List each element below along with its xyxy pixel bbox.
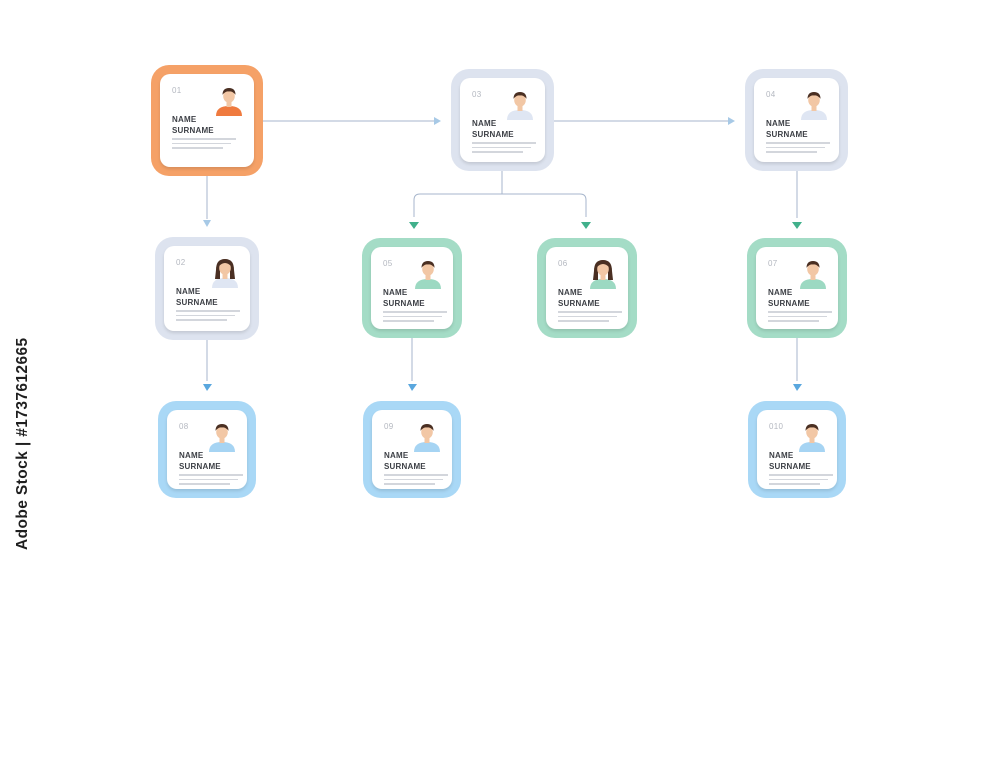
card-name: NAME SURNAME [472,118,514,140]
male-avatar-icon [505,88,535,120]
card-name: NAME SURNAME [384,450,426,472]
name-label: NAME [179,451,204,460]
name-label: NAME [769,451,794,460]
surname-label: SURNAME [172,126,214,135]
surname-label: SURNAME [769,462,811,471]
name-label: NAME [558,288,583,297]
name-label: NAME [766,119,791,128]
placeholder-text-lines [384,474,448,488]
arrow-to-03 [434,117,441,125]
surname-label: SURNAME [179,462,221,471]
surname-label: SURNAME [472,130,514,139]
male-avatar-icon [413,257,443,289]
card-number: 01 [172,86,182,95]
arrow-to-05 [409,222,419,229]
card-name: NAME SURNAME [176,286,218,308]
arrow-to-010 [793,384,802,391]
card-name: NAME SURNAME [383,287,425,309]
card-name: NAME SURNAME [766,118,808,140]
male-avatar-icon [797,420,827,452]
placeholder-text-lines [172,138,236,152]
placeholder-text-lines [769,474,833,488]
name-label: NAME [176,287,201,296]
placeholder-text-lines [176,310,240,324]
male-avatar-icon [214,84,244,116]
arrow-to-02 [203,220,211,227]
male-avatar-icon [798,257,828,289]
connector-branch-05-06 [413,193,587,217]
placeholder-text-lines [383,311,447,325]
card-name: NAME SURNAME [769,450,811,472]
placeholder-text-lines [472,142,536,156]
male-avatar-icon [799,88,829,120]
name-label: NAME [172,115,197,124]
name-label: NAME [768,288,793,297]
arrow-to-04 [728,117,735,125]
card-number: 05 [383,259,393,268]
female-avatar-icon [210,256,240,288]
card-number: 02 [176,258,186,267]
card-number: 03 [472,90,482,99]
name-label: NAME [472,119,497,128]
watermark: Adobe Stock | #1737612665 [14,337,34,780]
card-name: NAME SURNAME [179,450,221,472]
placeholder-text-lines [768,311,832,325]
card-number: 08 [179,422,189,431]
card-name: NAME SURNAME [768,287,810,309]
arrow-to-06 [581,222,591,229]
surname-label: SURNAME [383,299,425,308]
connector-lines [203,117,802,391]
name-label: NAME [383,288,408,297]
male-avatar-icon [207,420,237,452]
card-name: NAME SURNAME [558,287,600,309]
male-avatar-icon [412,420,442,452]
name-label: NAME [384,451,409,460]
arrow-to-07 [792,222,802,229]
arrow-to-09 [408,384,417,391]
card-number: 07 [768,259,778,268]
placeholder-text-lines [179,474,243,488]
female-avatar-icon [588,257,618,289]
surname-label: SURNAME [768,299,810,308]
card-number: 09 [384,422,394,431]
arrow-to-08 [203,384,212,391]
placeholder-text-lines [766,142,830,156]
surname-label: SURNAME [384,462,426,471]
card-number: 04 [766,90,776,99]
surname-label: SURNAME [766,130,808,139]
placeholder-text-lines [558,311,622,325]
card-number: 06 [558,259,568,268]
card-name: NAME SURNAME [172,114,214,136]
card-number: 010 [769,422,784,431]
watermark-text: Adobe Stock | #1737612665 [14,337,31,550]
surname-label: SURNAME [176,298,218,307]
surname-label: SURNAME [558,299,600,308]
